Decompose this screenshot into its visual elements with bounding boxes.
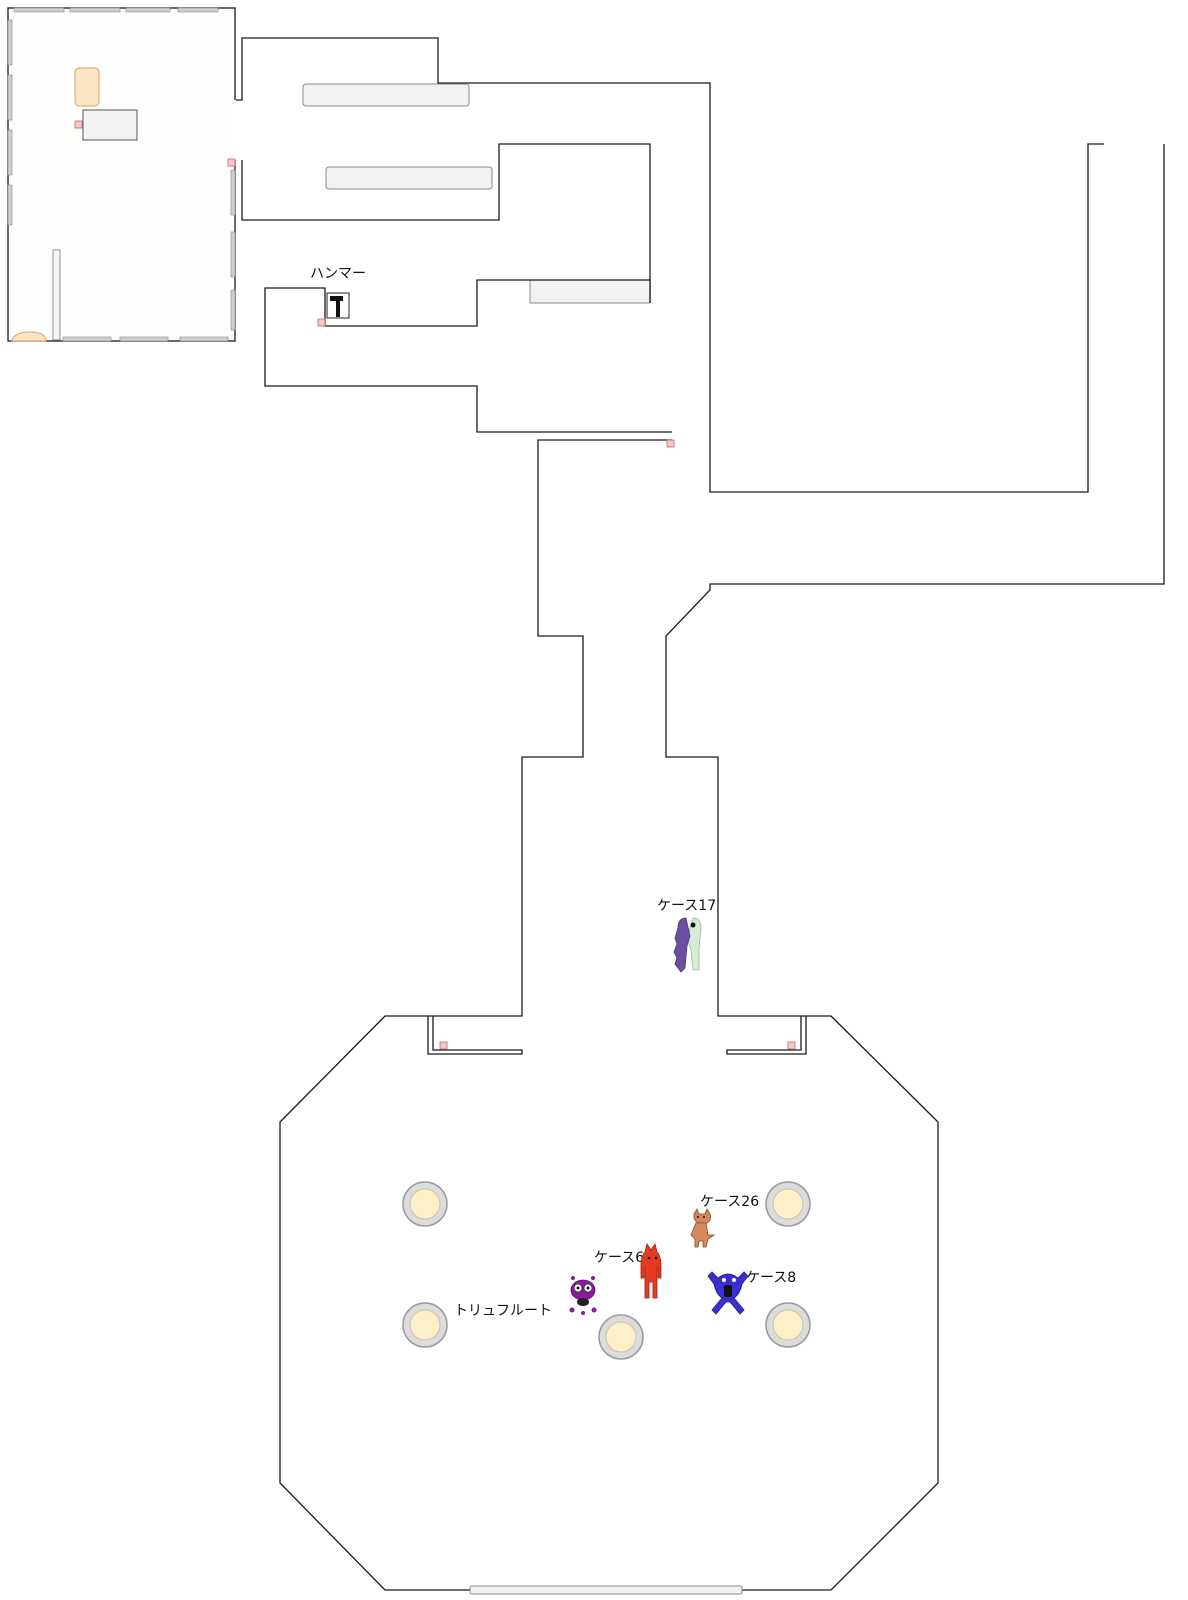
hall-bench [469, 1585, 743, 1595]
hammer-icon [326, 292, 350, 319]
corridor-bench [529, 279, 651, 304]
grey-desk [82, 109, 138, 141]
case17-label: ケース17 [657, 898, 716, 914]
door-marker[interactable] [227, 158, 236, 167]
case6-label: ケース6 [594, 1250, 644, 1266]
case17-creature-icon [673, 917, 702, 973]
orange-cabinet [74, 67, 100, 107]
door-marker[interactable] [439, 1041, 448, 1050]
corridor-bench [302, 83, 470, 107]
middle-corridor [264, 279, 675, 448]
case17-character[interactable]: ケース17 [657, 898, 716, 973]
pedestals [402, 1181, 811, 1360]
door-marker[interactable] [666, 439, 675, 448]
case6-red-demon-icon [640, 1243, 662, 1299]
case6-character[interactable]: ケース6 [594, 1243, 662, 1299]
orange-rug [11, 331, 47, 342]
upper-corridor [236, 37, 1165, 1591]
top-left-room [7, 7, 238, 342]
pedestal[interactable] [402, 1302, 448, 1348]
pedestal[interactable] [402, 1181, 448, 1227]
hammer-item[interactable]: ハンマー [310, 266, 366, 319]
case8-label: ケース8 [746, 1270, 796, 1286]
partition [52, 249, 61, 341]
window-strips [7, 7, 236, 342]
pedestal[interactable] [765, 1181, 811, 1227]
case8-character[interactable]: ケース8 [707, 1270, 796, 1315]
truffle-flute-icon [569, 1276, 597, 1315]
pedestal[interactable] [765, 1302, 811, 1348]
door-marker[interactable] [317, 318, 326, 327]
case8-blue-creature-icon [707, 1271, 749, 1315]
corridor-bench [325, 166, 493, 190]
truffle-flute-character[interactable]: トリュフルート [454, 1276, 597, 1319]
hammer-label: ハンマー [310, 266, 366, 282]
truffle-flute-label: トリュフルート [454, 1303, 552, 1319]
case26-cat-icon [690, 1208, 716, 1248]
lower-hall [427, 1016, 807, 1595]
door-marker[interactable] [787, 1041, 796, 1050]
door-marker[interactable] [74, 120, 83, 129]
case26-character[interactable]: ケース26 [690, 1194, 759, 1248]
pedestal[interactable] [598, 1314, 644, 1360]
case26-label: ケース26 [700, 1194, 759, 1210]
